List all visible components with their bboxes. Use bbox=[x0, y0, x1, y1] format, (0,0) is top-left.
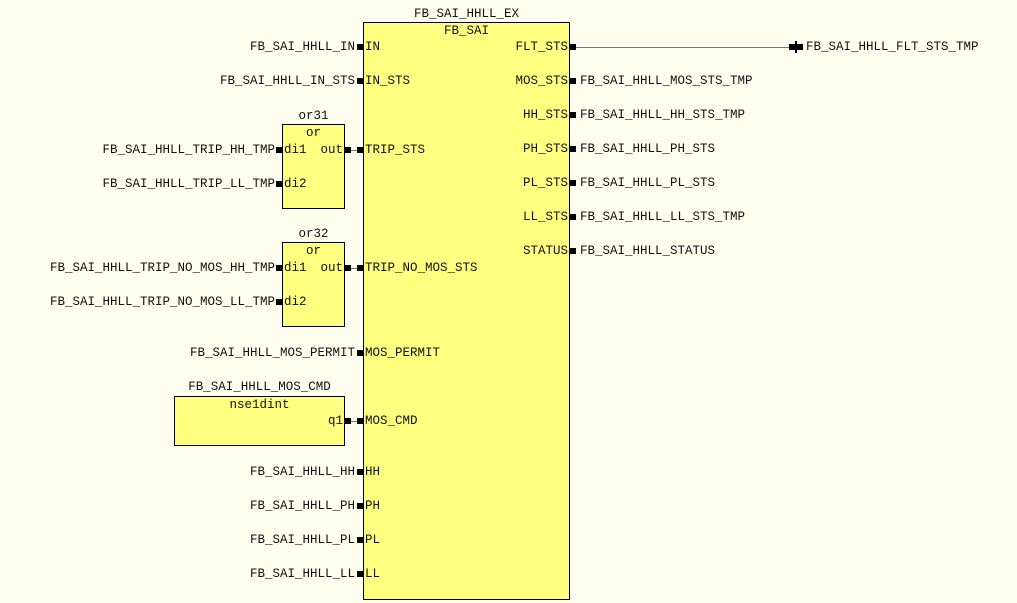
pin-hh-sts[interactable] bbox=[570, 112, 576, 118]
or31-pin-di2[interactable] bbox=[276, 181, 282, 187]
output-var-ll-sts[interactable]: FB_SAI_HHLL_LL_STS_TMP bbox=[580, 210, 746, 224]
or32-instance-name: or32 bbox=[298, 227, 329, 241]
pin-label-mos-cmd: MOS_CMD bbox=[365, 414, 418, 428]
or32-pin-di1-label: di1 bbox=[284, 261, 307, 275]
pin-mos-permit[interactable] bbox=[357, 350, 363, 356]
or32-pin-di2-label: di2 bbox=[284, 295, 307, 309]
or31-pin-di2-label: di2 bbox=[284, 177, 307, 191]
or32-pin-di1[interactable] bbox=[276, 265, 282, 271]
or31-block[interactable] bbox=[282, 124, 345, 209]
or32-pin-di2[interactable] bbox=[276, 299, 282, 305]
pin-trip-no-mos-sts[interactable] bbox=[357, 265, 363, 271]
pin-pl-sts[interactable] bbox=[570, 180, 576, 186]
main-block-type: FB_SAI bbox=[443, 24, 489, 38]
input-var-mos-permit[interactable]: FB_SAI_HHLL_MOS_PERMIT bbox=[189, 346, 355, 360]
pin-label-status: STATUS bbox=[522, 244, 568, 258]
pin-label-pl: PL bbox=[365, 533, 381, 547]
pin-mos-cmd[interactable] bbox=[357, 418, 363, 424]
pin-label-ph-sts: PH_STS bbox=[522, 142, 568, 156]
or31-pin-di1[interactable] bbox=[276, 147, 282, 153]
pin-label-mos-permit: MOS_PERMIT bbox=[365, 346, 441, 360]
pin-ll-sts[interactable] bbox=[570, 214, 576, 220]
nse1dint-block[interactable] bbox=[174, 396, 345, 446]
pin-label-trip-no-mos-sts: TRIP_NO_MOS_STS bbox=[365, 261, 478, 275]
nse-type: nse1dint bbox=[229, 398, 290, 412]
or32-pin-out[interactable] bbox=[345, 265, 351, 271]
or31-instance-name: or31 bbox=[298, 109, 329, 123]
input-var-in[interactable]: FB_SAI_HHLL_IN bbox=[249, 40, 355, 54]
nse-instance-name: FB_SAI_HHLL_MOS_CMD bbox=[188, 380, 331, 394]
pin-ll[interactable] bbox=[357, 571, 363, 577]
or31-type: or bbox=[305, 126, 321, 140]
pin-label-pl-sts: PL_STS bbox=[522, 176, 568, 190]
pin-label-ll: LL bbox=[365, 567, 381, 581]
or31-pin-di1-label: di1 bbox=[284, 143, 307, 157]
pin-label-ph: PH bbox=[365, 499, 381, 513]
or31-pin-out-label: out bbox=[320, 143, 343, 157]
input-var-hh[interactable]: FB_SAI_HHLL_HH bbox=[249, 465, 355, 479]
connector-tick bbox=[795, 41, 797, 53]
main-function-block[interactable] bbox=[363, 22, 570, 600]
output-var-status[interactable]: FB_SAI_HHLL_STATUS bbox=[580, 244, 716, 258]
wire-flt-sts[interactable] bbox=[576, 47, 790, 48]
pin-label-ll-sts: LL_STS bbox=[522, 210, 568, 224]
nse-pin-q1-label: q1 bbox=[327, 414, 343, 428]
pin-pl[interactable] bbox=[357, 537, 363, 543]
input-var-ph[interactable]: FB_SAI_HHLL_PH bbox=[249, 499, 355, 513]
pin-in-sts[interactable] bbox=[357, 78, 363, 84]
wire-or32-trip-no-mos-sts[interactable] bbox=[351, 268, 357, 269]
pin-mos-sts[interactable] bbox=[570, 78, 576, 84]
output-var-mos-sts[interactable]: FB_SAI_HHLL_MOS_STS_TMP bbox=[580, 74, 753, 88]
pin-label-trip-sts: TRIP_STS bbox=[365, 143, 426, 157]
pin-label-mos-sts: MOS_STS bbox=[515, 74, 568, 88]
pin-label-hh-sts: HH_STS bbox=[522, 108, 568, 122]
output-var-hh-sts[interactable]: FB_SAI_HHLL_HH_STS_TMP bbox=[580, 108, 746, 122]
output-var-flt-sts[interactable]: FB_SAI_HHLL_FLT_STS_TMP bbox=[806, 40, 979, 54]
pin-trip-sts[interactable] bbox=[357, 147, 363, 153]
or32-block[interactable] bbox=[282, 242, 345, 327]
pin-ph[interactable] bbox=[357, 503, 363, 509]
pin-flt-sts[interactable] bbox=[570, 44, 576, 50]
nse-pin-q1[interactable] bbox=[345, 418, 351, 424]
or31-input-var-1[interactable]: FB_SAI_HHLL_TRIP_HH_TMP bbox=[102, 143, 275, 157]
wire-or31-trip-sts[interactable] bbox=[351, 150, 357, 151]
input-var-pl[interactable]: FB_SAI_HHLL_PL bbox=[249, 533, 355, 547]
or32-input-var-2[interactable]: FB_SAI_HHLL_TRIP_NO_MOS_LL_TMP bbox=[49, 295, 275, 309]
or32-type: or bbox=[305, 244, 321, 258]
input-var-ll[interactable]: FB_SAI_HHLL_LL bbox=[249, 567, 355, 581]
output-var-pl-sts[interactable]: FB_SAI_HHLL_PL_STS bbox=[580, 176, 716, 190]
pin-status[interactable] bbox=[570, 248, 576, 254]
or32-input-var-1[interactable]: FB_SAI_HHLL_TRIP_NO_MOS_HH_TMP bbox=[49, 261, 275, 275]
pin-label-in-sts: IN_STS bbox=[365, 74, 411, 88]
pin-label-hh: HH bbox=[365, 465, 381, 479]
wire-nse-mos-cmd[interactable] bbox=[351, 421, 357, 422]
pin-label-in: IN bbox=[365, 40, 381, 54]
pin-hh[interactable] bbox=[357, 469, 363, 475]
input-var-in-sts[interactable]: FB_SAI_HHLL_IN_STS bbox=[219, 74, 355, 88]
or32-pin-out-label: out bbox=[320, 261, 343, 275]
output-var-ph-sts[interactable]: FB_SAI_HHLL_PH_STS bbox=[580, 142, 716, 156]
or31-input-var-2[interactable]: FB_SAI_HHLL_TRIP_LL_TMP bbox=[102, 177, 275, 191]
or31-pin-out[interactable] bbox=[345, 147, 351, 153]
pin-label-flt-sts: FLT_STS bbox=[515, 40, 568, 54]
main-block-instance-name: FB_SAI_HHLL_EX bbox=[413, 7, 520, 21]
pin-ph-sts[interactable] bbox=[570, 146, 576, 152]
pin-in[interactable] bbox=[357, 44, 363, 50]
